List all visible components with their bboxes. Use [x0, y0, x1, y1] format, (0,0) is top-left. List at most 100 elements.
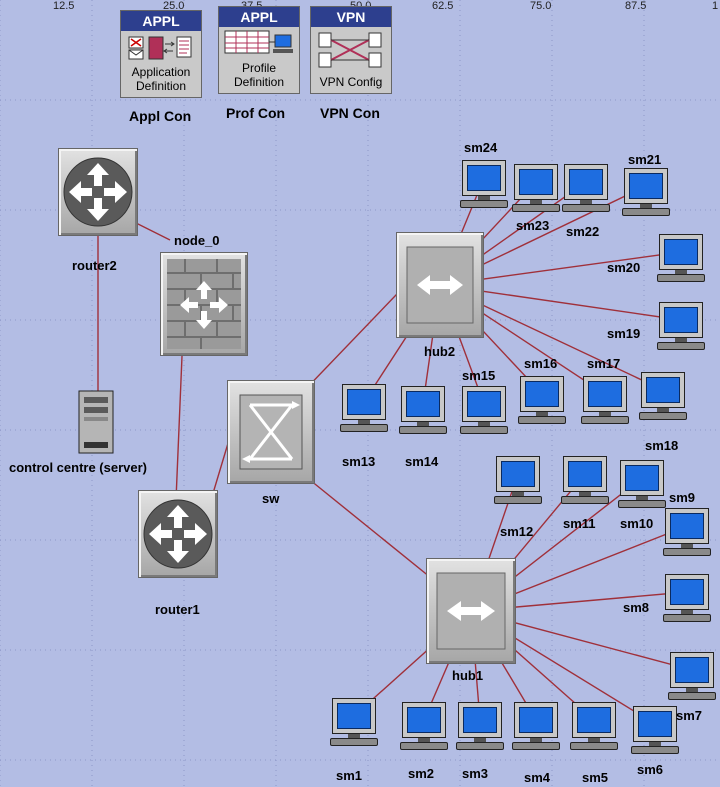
keyboard-icon [639, 412, 687, 420]
keyboard-icon [460, 200, 508, 208]
monitor-icon [659, 234, 703, 270]
monitor-stand [649, 742, 661, 746]
monitor-stand [530, 200, 542, 204]
monitor-stand [675, 338, 687, 342]
keyboard-icon [657, 342, 705, 350]
keyboard-icon [330, 738, 378, 746]
screen [588, 381, 622, 407]
workstation-label: sm11 [563, 516, 596, 531]
monitor-icon [520, 376, 564, 412]
keyboard-icon [400, 742, 448, 750]
screen [407, 707, 441, 733]
util-line2: Definition [233, 75, 285, 89]
monitor-icon [641, 372, 685, 408]
monitor-icon [624, 168, 668, 204]
monitor-icon [633, 706, 677, 742]
ruler-tick: 87.5 [625, 0, 647, 12]
util-header: VPN [311, 7, 391, 27]
workstation-label: sm13 [342, 454, 376, 469]
monitor-icon [665, 508, 709, 544]
workstation-label: sm6 [637, 762, 664, 777]
monitor-stand [348, 734, 360, 738]
monitor-stand [417, 422, 429, 426]
monitor-icon [583, 376, 627, 412]
monitor-stand [675, 270, 687, 274]
screen [568, 461, 602, 487]
monitor-stand [530, 738, 542, 742]
keyboard-icon [512, 204, 560, 212]
hub-icon [406, 246, 474, 324]
vpn-config-icon [318, 32, 382, 68]
router-icon [63, 157, 133, 227]
screen [646, 377, 680, 403]
ruler-tick: 75.0 [530, 0, 552, 12]
router2-node[interactable] [58, 148, 138, 236]
monitor-icon [514, 702, 558, 738]
workstation-label: sm3 [462, 766, 489, 781]
keyboard-icon [456, 742, 504, 750]
hub1-node[interactable] [426, 558, 516, 664]
monitor-icon [665, 574, 709, 610]
keyboard-icon [657, 274, 705, 282]
server-node[interactable] [78, 390, 114, 456]
screen [406, 391, 440, 417]
screen [569, 169, 603, 195]
monitor-stand [599, 412, 611, 416]
monitor-icon [620, 460, 664, 496]
screen [670, 513, 704, 539]
network-link[interactable] [309, 479, 447, 591]
monitor-icon [496, 456, 540, 492]
monitor-stand [358, 420, 370, 424]
hub2-node[interactable] [396, 232, 484, 338]
keyboard-icon [663, 548, 711, 556]
network-link[interactable] [175, 355, 183, 501]
util-line2: Definition [135, 79, 187, 93]
server-label: control centre (server) [9, 460, 147, 475]
vpn-config-object[interactable]: VPN VPN Config [310, 6, 392, 94]
workstation-label: sm21 [628, 152, 662, 167]
screen [670, 579, 704, 605]
monitor-icon [670, 652, 714, 688]
monitor-icon [563, 456, 607, 492]
screen [638, 711, 672, 737]
monitor-icon [401, 386, 445, 422]
ruler-tick: 25.0 [163, 0, 185, 12]
firewall-node[interactable] [160, 252, 248, 356]
screen [467, 165, 501, 191]
workstation-label: sm20 [607, 260, 641, 275]
monitor-icon [458, 702, 502, 738]
monitor-stand [580, 200, 592, 204]
keyboard-icon [668, 692, 716, 700]
monitor-stand [640, 204, 652, 208]
monitor-stand [681, 544, 693, 548]
keyboard-icon [562, 204, 610, 212]
monitor-icon [462, 386, 506, 422]
profile-definition-icon [224, 30, 293, 54]
keyboard-icon [518, 416, 566, 424]
screen [625, 465, 659, 491]
keyboard-icon [494, 496, 542, 504]
monitor-icon [564, 164, 608, 200]
hub1-label: hub1 [452, 668, 484, 683]
screen [525, 381, 559, 407]
hub2-label: hub2 [424, 344, 456, 359]
switch-icon [239, 394, 303, 470]
workstation-label: sm9 [669, 490, 696, 505]
screen [664, 239, 698, 265]
router1-node[interactable] [138, 490, 218, 578]
screen [467, 391, 501, 417]
monitor-icon [659, 302, 703, 338]
ruler-tick: 62.5 [432, 0, 454, 12]
workstation-label: sm24 [464, 140, 498, 155]
screen [501, 461, 535, 487]
keyboard-icon [340, 424, 388, 432]
monitor-icon [402, 702, 446, 738]
keyboard-icon [581, 416, 629, 424]
switch-node[interactable] [227, 380, 315, 484]
router-icon [143, 499, 213, 569]
workstation-label: sm12 [500, 524, 534, 539]
